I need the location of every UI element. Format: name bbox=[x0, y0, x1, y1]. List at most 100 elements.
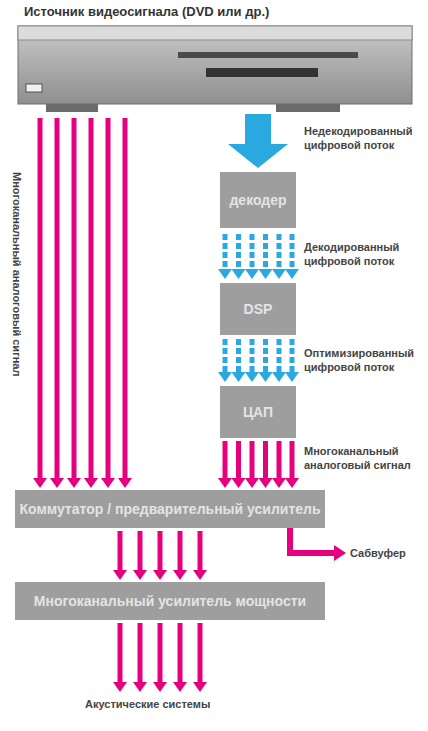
speaker-arrowhead bbox=[193, 682, 207, 692]
speaker-arrows bbox=[113, 623, 207, 692]
arrowhead bbox=[272, 478, 286, 488]
output-label: Сабвуфер bbox=[350, 546, 406, 560]
stream-shaft bbox=[245, 114, 271, 144]
arrowhead bbox=[218, 269, 232, 279]
signal-line bbox=[118, 531, 123, 570]
edge-label: Декодированный цифровой поток bbox=[304, 240, 428, 269]
arrowhead bbox=[113, 570, 127, 580]
disc-slot bbox=[178, 52, 358, 58]
edge-label: Оптимизированный цифровой поток bbox=[304, 346, 428, 375]
arrowhead bbox=[193, 570, 207, 580]
signal-line bbox=[263, 234, 268, 269]
signal-line bbox=[290, 339, 295, 372]
player-top bbox=[18, 26, 412, 40]
process-box: Многоканальный усилитель мощности bbox=[15, 582, 325, 620]
arrowhead bbox=[245, 372, 259, 382]
process-box: декодер bbox=[220, 172, 296, 228]
subwoofer-wire bbox=[290, 528, 334, 553]
signal-line bbox=[250, 234, 255, 269]
process-box: ЦАП bbox=[220, 386, 296, 438]
signal-line bbox=[250, 339, 255, 372]
signal-line bbox=[236, 441, 241, 478]
edge-label: Многоканальный аналоговый сигнал bbox=[304, 444, 428, 473]
arrowhead bbox=[285, 478, 299, 488]
signal-line bbox=[123, 118, 128, 478]
arrowhead bbox=[245, 478, 259, 488]
signal-line bbox=[250, 441, 255, 478]
arrowhead bbox=[173, 570, 187, 580]
box-label: ЦАП bbox=[243, 404, 273, 420]
signal-line bbox=[290, 441, 295, 478]
arrowhead bbox=[84, 478, 98, 488]
arrowhead bbox=[259, 269, 273, 279]
signal-line bbox=[178, 531, 183, 570]
signal-line bbox=[277, 234, 282, 269]
signal-line bbox=[138, 531, 143, 570]
arrowhead bbox=[133, 570, 147, 580]
arrowhead bbox=[272, 269, 286, 279]
output-label: Акустические системы bbox=[85, 697, 210, 711]
speaker-arrowhead bbox=[133, 682, 147, 692]
signal-line bbox=[223, 339, 228, 372]
signal-connector bbox=[218, 441, 299, 488]
source-device: Источник видеосигнала (DVD или др.) bbox=[18, 26, 412, 104]
arrowhead bbox=[228, 144, 288, 168]
power-button bbox=[26, 84, 42, 92]
signal-line bbox=[223, 234, 228, 269]
arrowhead bbox=[153, 570, 167, 580]
arrowhead bbox=[245, 269, 259, 279]
signal-line bbox=[263, 339, 268, 372]
signal-line bbox=[38, 118, 43, 478]
arrowhead bbox=[67, 478, 81, 488]
arrowhead bbox=[50, 478, 64, 488]
process-box: DSP bbox=[220, 283, 296, 335]
signal-connector bbox=[113, 531, 207, 580]
subwoofer-arrowhead bbox=[334, 545, 346, 561]
arrowhead bbox=[285, 269, 299, 279]
signal-connector bbox=[33, 118, 132, 488]
edge-label: Недекодированный цифровой поток bbox=[304, 124, 428, 153]
arrowhead bbox=[272, 372, 286, 382]
signal-connector bbox=[228, 114, 288, 168]
box-label: Многоканальный усилитель мощности bbox=[34, 593, 306, 609]
box-label: Коммутатор / предварительный усилитель bbox=[19, 501, 320, 517]
arrowhead bbox=[33, 478, 47, 488]
speaker-arrow-line bbox=[198, 623, 203, 682]
dvd-player-illustration bbox=[18, 26, 412, 114]
arrowhead bbox=[218, 478, 232, 488]
arrowhead bbox=[259, 478, 273, 488]
signal-line bbox=[263, 441, 268, 478]
signal-line bbox=[89, 118, 94, 478]
arrowhead bbox=[101, 478, 115, 488]
signal-line bbox=[236, 234, 241, 269]
signal-line bbox=[55, 118, 60, 478]
signal-line bbox=[277, 339, 282, 372]
speaker-arrow-line bbox=[138, 623, 143, 682]
box-label: декодер bbox=[229, 192, 286, 208]
box-label: DSP bbox=[244, 301, 273, 317]
signal-line bbox=[223, 441, 228, 478]
signal-line bbox=[106, 118, 111, 478]
speaker-arrow-line bbox=[178, 623, 183, 682]
arrowhead bbox=[232, 372, 246, 382]
arrowhead bbox=[285, 372, 299, 382]
speaker-arrow-line bbox=[158, 623, 163, 682]
signal-line bbox=[277, 441, 282, 478]
signal-line bbox=[236, 339, 241, 372]
arrowhead bbox=[232, 269, 246, 279]
device-title: Источник видеосигнала (DVD или др.) bbox=[24, 4, 269, 19]
speaker-arrowhead bbox=[113, 682, 127, 692]
player-display bbox=[206, 68, 318, 77]
player-body bbox=[18, 26, 412, 104]
signal-connector bbox=[218, 339, 299, 382]
arrowhead bbox=[232, 478, 246, 488]
edge-label: Многоканальный аналоговый сигнал bbox=[10, 172, 24, 376]
speaker-arrowhead bbox=[153, 682, 167, 692]
arrowhead bbox=[218, 372, 232, 382]
signal-line bbox=[198, 531, 203, 570]
signal-line bbox=[158, 531, 163, 570]
signal-line bbox=[72, 118, 77, 478]
arrowhead bbox=[259, 372, 273, 382]
speaker-arrow-line bbox=[118, 623, 123, 682]
